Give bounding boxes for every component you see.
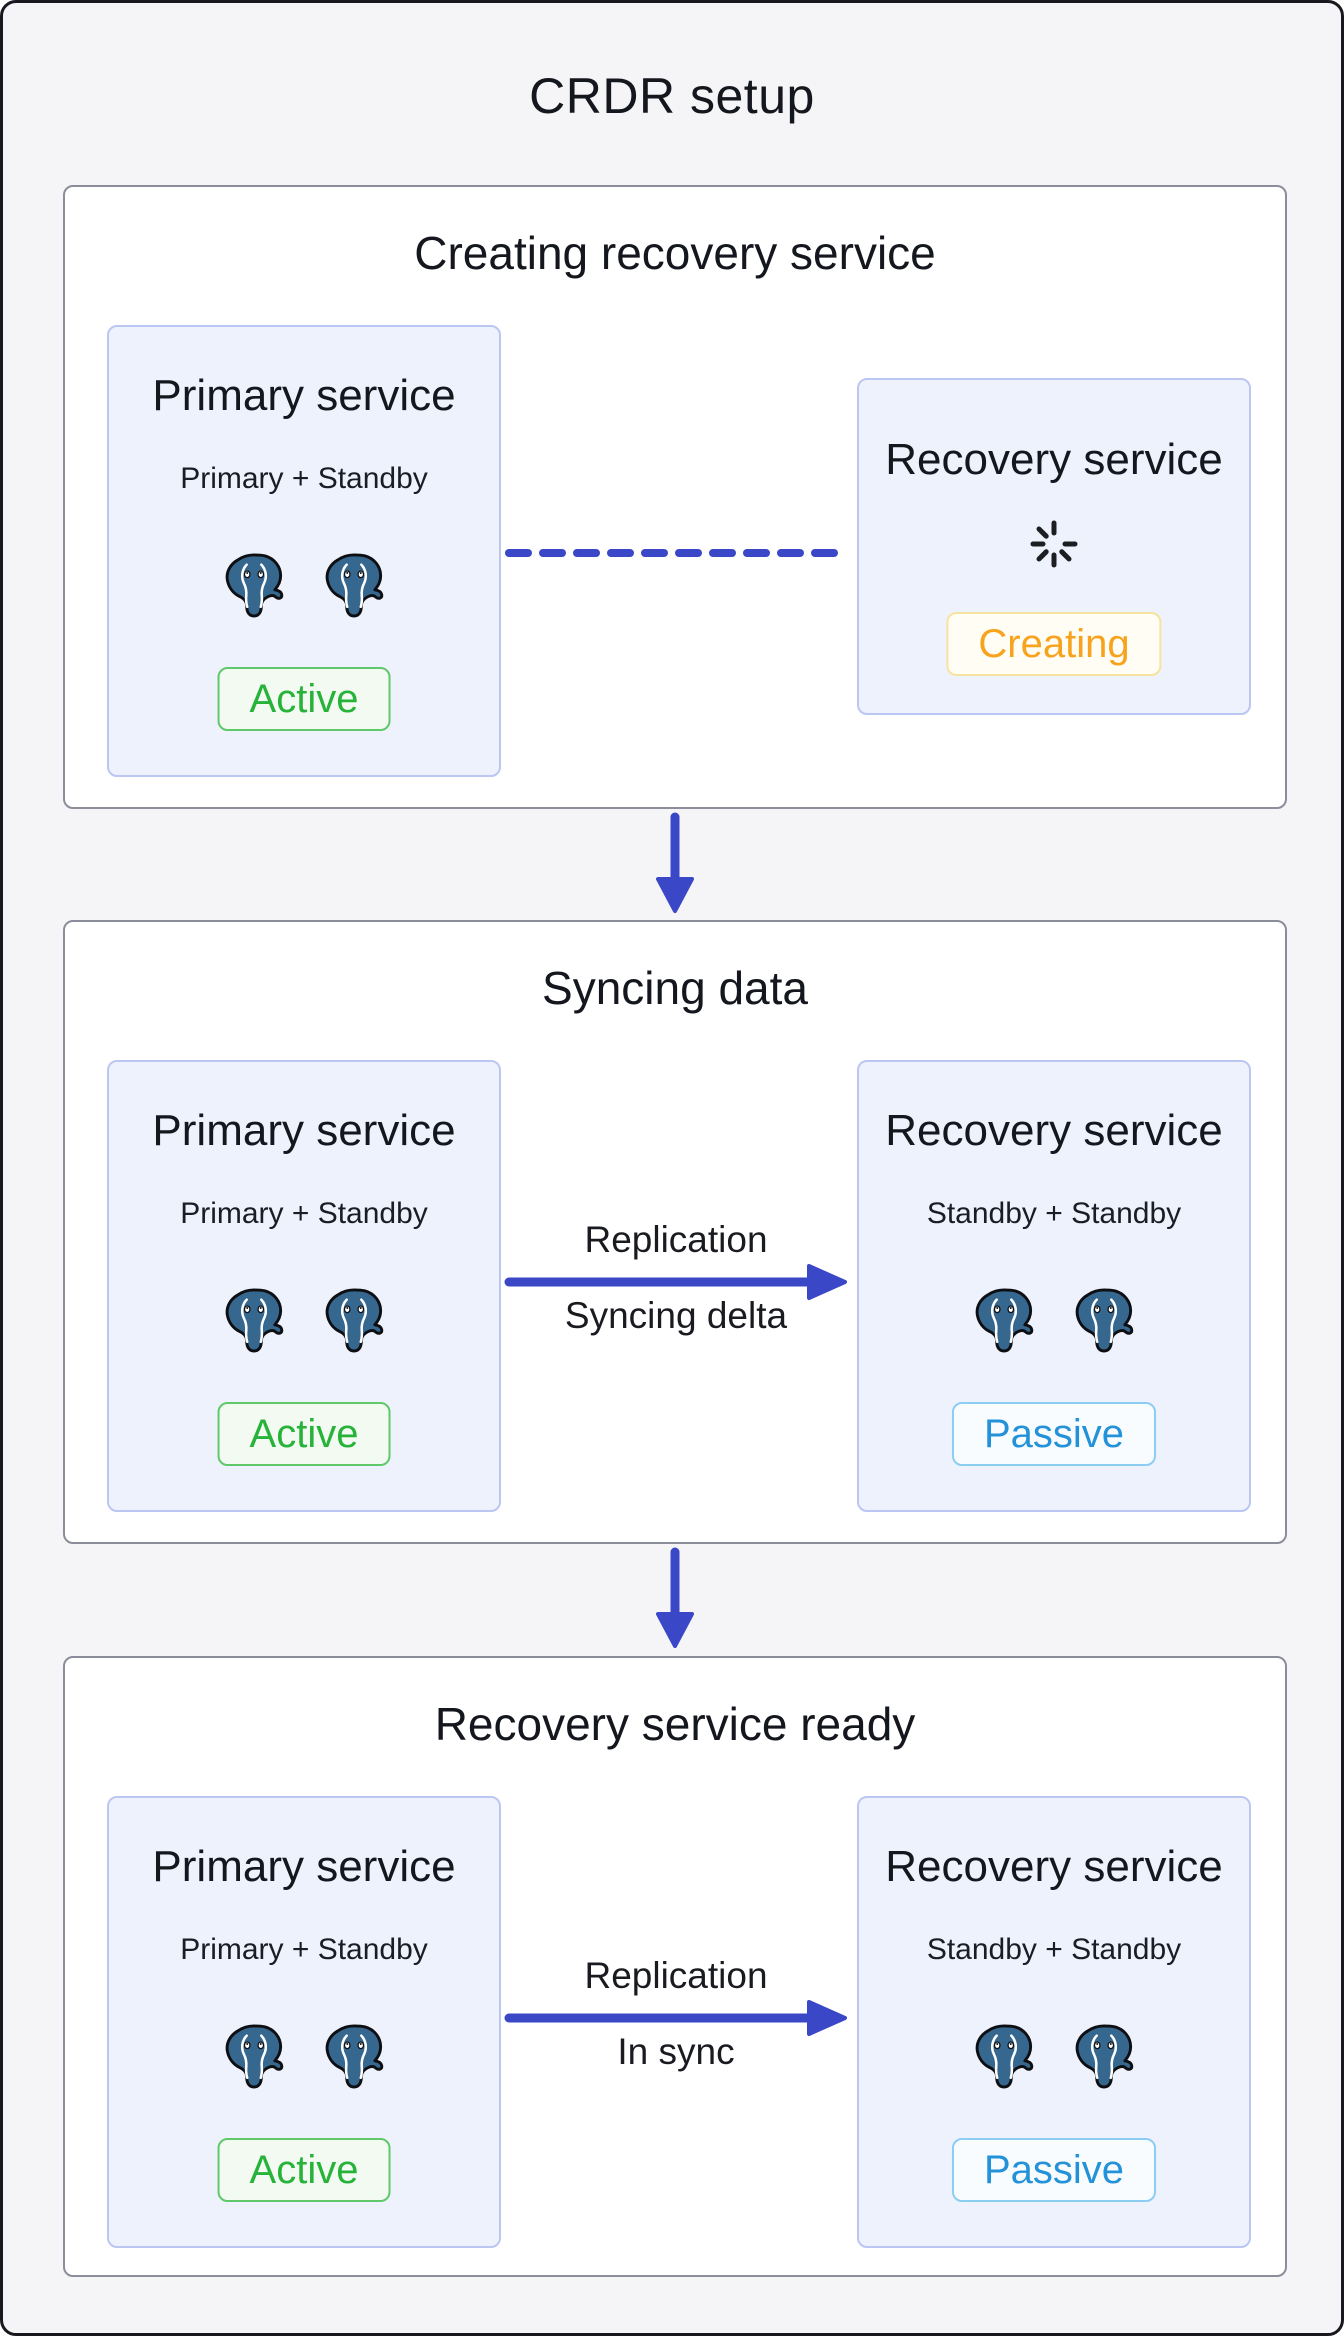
spinner-icon (1030, 520, 1078, 568)
database-instances (109, 1284, 499, 1356)
card-title: Recovery service (885, 435, 1223, 484)
database-instances (109, 549, 499, 621)
postgresql-elephant-icon (223, 549, 285, 621)
primary-service-card: Primary service Primary + Standby Active (107, 1060, 501, 1512)
recovery-service-card: Recovery service Standby + Standby Passi… (857, 1796, 1251, 2248)
down-arrow-icon (656, 1547, 694, 1648)
section-creating-recovery-service: Creating recovery service Primary servic… (63, 185, 1287, 809)
section-title: Syncing data (542, 962, 808, 1014)
status-badge: Creating (946, 612, 1162, 676)
card-title: Recovery service (885, 1842, 1223, 1891)
card-title: Primary service (152, 1106, 456, 1155)
card-title: Recovery service (885, 1106, 1223, 1155)
status-badge: Passive (951, 1402, 1157, 1466)
postgresql-elephant-icon (1073, 2020, 1135, 2092)
card-subtitle: Primary + Standby (180, 1197, 428, 1230)
dashed-connector-line (505, 549, 847, 557)
postgresql-elephant-icon (973, 1284, 1035, 1356)
postgresql-elephant-icon (323, 549, 385, 621)
card-subtitle: Standby + Standby (926, 1197, 1182, 1230)
section-title: Creating recovery service (414, 227, 936, 279)
down-arrow-icon (656, 812, 694, 913)
card-subtitle: Standby + Standby (926, 1933, 1182, 1966)
right-arrow-icon (504, 2000, 847, 2036)
recovery-service-card: Recovery service Standby + Standby Passi… (857, 1060, 1251, 1512)
primary-service-card: Primary service Primary + Standby Active (107, 1796, 501, 2248)
card-subtitle: Primary + Standby (180, 462, 428, 495)
database-instances (109, 2020, 499, 2092)
database-instances (859, 2020, 1249, 2092)
postgresql-elephant-icon (323, 1284, 385, 1356)
section-syncing-data: Syncing data Primary service Primary + S… (63, 920, 1287, 1544)
section-title: Recovery service ready (434, 1698, 916, 1750)
status-badge: Passive (951, 2138, 1157, 2202)
replication-label: Replication (584, 1219, 768, 1260)
card-subtitle: Primary + Standby (180, 1933, 428, 1966)
postgresql-elephant-icon (1073, 1284, 1135, 1356)
postgresql-elephant-icon (223, 1284, 285, 1356)
status-badge: Active (217, 667, 391, 731)
replication-label: Replication (584, 1955, 768, 1996)
section-recovery-service-ready: Recovery service ready Primary service P… (63, 1656, 1287, 2277)
database-instances (859, 1284, 1249, 1356)
postgresql-elephant-icon (323, 2020, 385, 2092)
recovery-service-card: Recovery service Creating (857, 378, 1251, 715)
sync-state-label: Syncing delta (564, 1295, 788, 1336)
postgresql-elephant-icon (223, 2020, 285, 2092)
primary-service-card: Primary service Primary + Standby Active (107, 325, 501, 777)
card-title: Primary service (152, 371, 456, 420)
sync-state-label: In sync (617, 2031, 735, 2072)
card-title: Primary service (152, 1842, 456, 1891)
status-badge: Active (217, 1402, 391, 1466)
page-title: CRDR setup (529, 68, 815, 124)
postgresql-elephant-icon (973, 2020, 1035, 2092)
right-arrow-icon (504, 1264, 847, 1300)
status-badge: Active (217, 2138, 391, 2202)
